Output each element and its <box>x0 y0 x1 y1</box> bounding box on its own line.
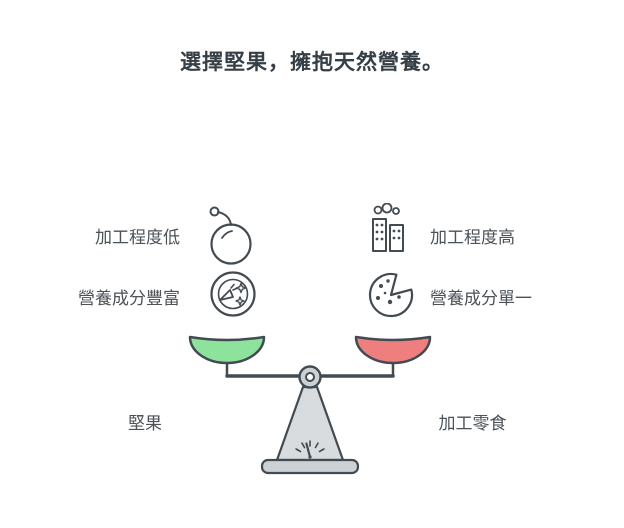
gauge-needle <box>305 442 312 459</box>
processed-cookie-icon <box>368 272 414 318</box>
left-side-label: 堅果 <box>128 414 162 433</box>
scale-base <box>260 458 360 475</box>
factory-windows <box>375 223 401 241</box>
cookie-dots <box>376 279 401 305</box>
nuts-bowl <box>188 335 266 365</box>
fruit-icon <box>209 206 252 265</box>
scale-gauge <box>295 440 325 459</box>
scale-body <box>275 385 345 462</box>
nutrition-plate-icon <box>210 271 256 317</box>
page-title: 選擇堅果，擁抱天然營養。 <box>180 51 444 74</box>
right-side-label: 加工零食 <box>438 414 507 433</box>
right-row1-label: 加工程度高 <box>430 228 515 247</box>
factory-icon <box>372 203 404 252</box>
snacks-bowl <box>354 335 432 365</box>
right-row2-label: 營養成分單一 <box>430 289 532 308</box>
balance-scale <box>188 335 432 475</box>
left-row2-label: 營養成分豐富 <box>78 289 180 308</box>
left-row1-label: 加工程度低 <box>95 228 180 247</box>
